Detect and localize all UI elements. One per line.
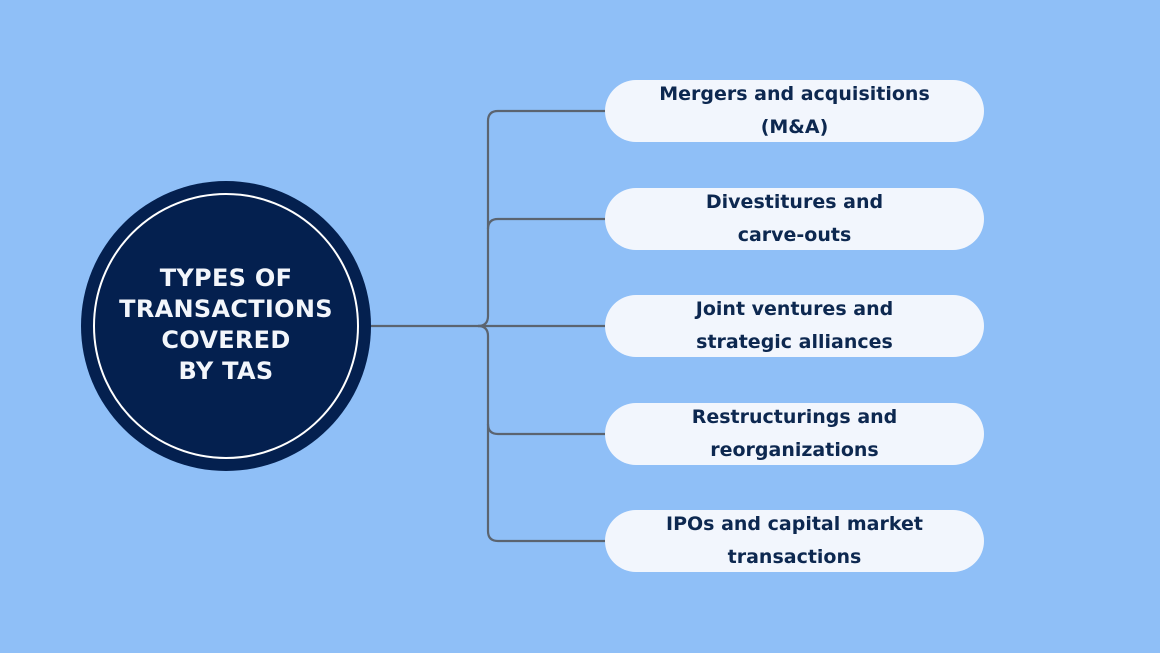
branch-node-ipos: IPOs and capital market transactions: [605, 510, 984, 572]
central-topic-title: TYPES OF TRANSACTIONS COVERED BY TAS: [119, 264, 333, 385]
branch-node-divestitures: Divestitures and carve-outs: [605, 188, 984, 250]
branch-node-restructurings: Restructurings and reorganizations: [605, 403, 984, 465]
branch-node-mergers-acquisitions: Mergers and acquisitions (M&A): [605, 80, 984, 142]
central-topic-circle: TYPES OF TRANSACTIONS COVERED BY TAS: [81, 181, 371, 471]
branch-label: Divestitures and carve-outs: [705, 191, 884, 246]
branch-node-joint-ventures: Joint ventures and strategic alliances: [605, 295, 984, 357]
branch-label: IPOs and capital market transactions: [666, 513, 923, 568]
branch-label: Joint ventures and strategic alliances: [695, 298, 894, 353]
central-topic-ring: TYPES OF TRANSACTIONS COVERED BY TAS: [93, 193, 359, 459]
branch-label: Restructurings and reorganizations: [691, 406, 898, 461]
branch-label: Mergers and acquisitions (M&A): [659, 83, 930, 138]
